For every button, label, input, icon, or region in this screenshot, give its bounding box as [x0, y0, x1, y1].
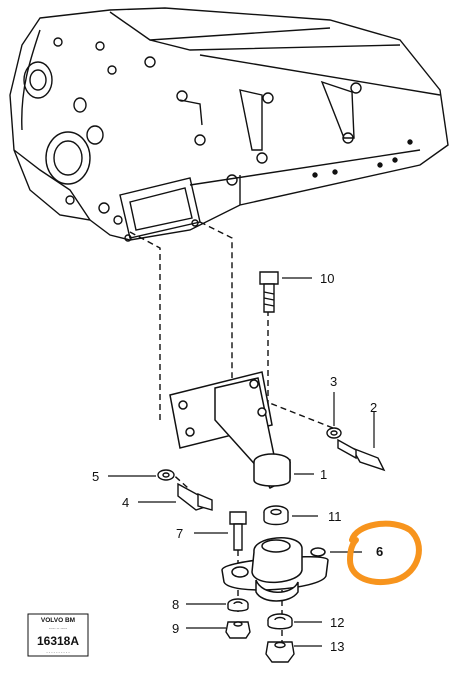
stamp-brand: VOLVO BM [41, 617, 75, 624]
spacer-11 [263, 505, 289, 526]
callout-3: 3 [330, 374, 337, 389]
volvo-bm-stamp: VOLVO BM ----- -- ----- 16318A - - - - -… [27, 613, 89, 657]
callout-13: 13 [330, 639, 344, 654]
callout-1: 1 [320, 467, 327, 482]
callout-4: 4 [122, 495, 129, 510]
callout-12: 12 [330, 615, 344, 630]
engine-mount-bracket [169, 371, 291, 489]
callout-8: 8 [172, 597, 179, 612]
washer-3 [326, 427, 342, 439]
leader-lines [108, 277, 375, 647]
callout-11: 11 [328, 509, 342, 524]
callout-6: 6 [376, 544, 383, 559]
washer-8 [227, 598, 249, 612]
nut-13 [265, 641, 295, 663]
callout-10: 10 [320, 271, 334, 286]
bolt-10 [259, 271, 279, 313]
engine-block [9, 7, 449, 242]
bolt-7 [229, 511, 247, 551]
stamp-footer: - - - - - - - - - - [46, 649, 70, 654]
washer-12 [267, 613, 293, 630]
callout-5: 5 [92, 469, 99, 484]
rubber-mount-6 [221, 537, 329, 602]
bolt-2 [337, 438, 386, 472]
callout-2: 2 [370, 400, 377, 415]
nut-9 [225, 621, 251, 639]
bolt-4 [177, 482, 213, 511]
highlight-circle [346, 520, 422, 585]
stamp-subline: ----- -- ----- [49, 625, 68, 630]
callout-9: 9 [172, 621, 179, 636]
washer-5 [157, 469, 175, 481]
callout-7: 7 [176, 526, 183, 541]
stamp-number: 16318A [37, 634, 79, 648]
